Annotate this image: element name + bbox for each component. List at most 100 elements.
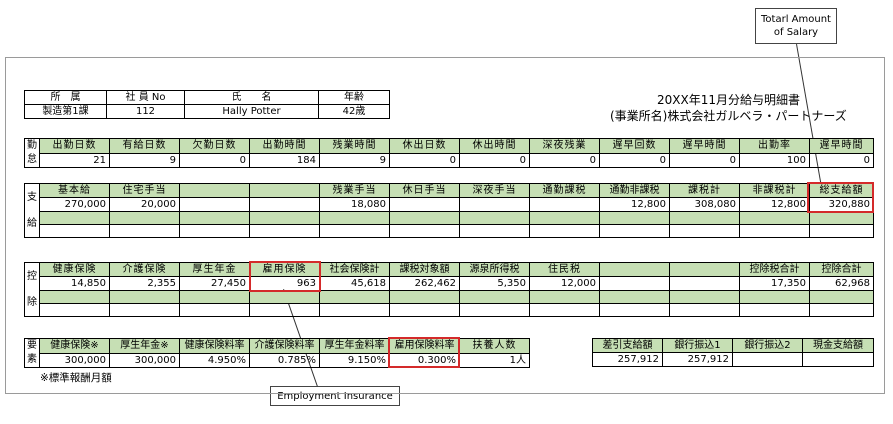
- payment-value: [389, 197, 460, 212]
- empty-cell: [459, 290, 530, 304]
- payment-value: 308,080: [669, 197, 740, 212]
- factors-header: 厚生年金※: [109, 338, 180, 354]
- attendance-header: 遅早時間: [669, 138, 740, 154]
- payment-side: 支給: [24, 183, 40, 238]
- empty-cell: [179, 290, 250, 304]
- payment-header-row: 支給 基本給 住宅手当 残業手当 休日手当 深夜手当 通勤課税 通勤非課税 課税…: [24, 183, 874, 238]
- empty-cell: [599, 290, 670, 304]
- payment-value: [459, 197, 530, 212]
- attendance-header: 深夜残業: [529, 138, 600, 154]
- empty-cell: [109, 290, 180, 304]
- empty-cell: [599, 211, 670, 225]
- attendance-value: 0: [179, 152, 250, 168]
- empty-cell: [809, 290, 874, 304]
- payment-empty-green-row: [25, 211, 874, 225]
- deduction-header: [669, 262, 740, 277]
- empty-cell: [319, 224, 390, 238]
- factors-value: 300,000: [109, 352, 180, 368]
- deduction-value: 14,850: [39, 276, 110, 291]
- attendance-value: 100: [739, 152, 810, 168]
- employee-value: 42歳: [318, 104, 390, 119]
- deduction-value: 45,618: [319, 276, 390, 291]
- deduction-header: 控除合計: [809, 262, 874, 277]
- attendance-header: 遅早回数: [599, 138, 670, 154]
- deduction-header-row: 控除 健康保険 介護保険 厚生年金 雇用保険 社会保険計 課税対象額 源泉所得税…: [24, 262, 874, 317]
- empty-cell: [389, 290, 460, 304]
- empty-cell: [599, 224, 670, 238]
- empty-cell: [669, 224, 740, 238]
- factors-value: 0.785%: [249, 352, 320, 368]
- payment-header: 課税計: [669, 183, 740, 198]
- payment-value: [179, 197, 250, 212]
- side-char: 素: [27, 354, 37, 365]
- deduction-value: 17,350: [739, 276, 810, 291]
- deduction-side: 控除: [24, 262, 40, 317]
- empty-cell: [529, 224, 600, 238]
- attendance-header: 出勤率: [739, 138, 810, 154]
- attendance-value: 0: [389, 152, 460, 168]
- attendance-value: 0: [459, 152, 530, 168]
- attendance-value: 9: [319, 152, 390, 168]
- deduction-header: 社会保険計: [319, 262, 390, 277]
- attendance-value-row: 21 9 0 184 9 0 0 0 0 0 100 0: [25, 152, 874, 168]
- deduction-value: 5,350: [459, 276, 530, 291]
- side-char: 怠: [27, 154, 37, 165]
- employee-header: 所 属: [24, 90, 107, 105]
- payment-value: 12,800: [739, 197, 810, 212]
- payment-value-row: 270,000 20,000 18,080 12,800 308,080 12,…: [25, 197, 874, 212]
- empty-cell: [599, 303, 670, 317]
- empty-cell: [669, 303, 740, 317]
- payment-value: 270,000: [39, 197, 110, 212]
- factors-header-row: 要素 健康保険※ 厚生年金※ 健康保険料率 介護保険料率 厚生年金料率 雇用保険…: [24, 338, 530, 368]
- payslip-sheet: [5, 57, 885, 394]
- attendance-value: 0: [809, 152, 874, 168]
- attendance-value: 0: [669, 152, 740, 168]
- empty-cell: [319, 290, 390, 304]
- bank-header: 銀行振込2: [732, 338, 803, 353]
- attendance-header: 休出日数: [389, 138, 460, 154]
- attendance-header: 出勤時間: [249, 138, 320, 154]
- empty-cell: [739, 211, 810, 225]
- attendance-header: 残業時間: [319, 138, 390, 154]
- payment-header: 通勤課税: [529, 183, 600, 198]
- side-char: 要: [27, 340, 37, 351]
- factors-header: 健康保険料率: [179, 338, 250, 354]
- deduction-value: 62,968: [809, 276, 874, 291]
- deduction-header: 健康保険: [39, 262, 110, 277]
- factors-table: 要素 健康保険※ 厚生年金※ 健康保険料率 介護保険料率 厚生年金料率 雇用保険…: [24, 338, 530, 368]
- deduction-header: [599, 262, 670, 277]
- empty-cell: [109, 211, 180, 225]
- payment-header: 残業手当: [319, 183, 390, 198]
- empty-cell: [249, 290, 320, 304]
- attendance-header: 出勤日数: [39, 138, 110, 154]
- empty-cell: [739, 290, 810, 304]
- attendance-side: 勤怠: [24, 138, 40, 168]
- empty-cell: [179, 303, 250, 317]
- employee-value: 製造第1課: [24, 104, 107, 119]
- empty-cell: [109, 303, 180, 317]
- empty-cell: [529, 303, 600, 317]
- empty-cell: [109, 224, 180, 238]
- factors-value-row: 300,000 300,000 4.950% 0.785% 9.150% 0.3…: [25, 352, 530, 368]
- empty-cell: [389, 224, 460, 238]
- factors-value: 9.150%: [319, 352, 390, 368]
- highlight-total-salary: [807, 182, 874, 213]
- deduction-header: 源泉所得税: [459, 262, 530, 277]
- deduction-table: 控除 健康保険 介護保険 厚生年金 雇用保険 社会保険計 課税対象額 源泉所得税…: [24, 262, 874, 317]
- callout-employment-insurance-text: Employment Insurance: [277, 390, 393, 402]
- bank-value: 257,912: [592, 352, 663, 367]
- attendance-value: 0: [529, 152, 600, 168]
- empty-cell: [39, 224, 110, 238]
- payment-value: [529, 197, 600, 212]
- callout-employment-insurance: Employment Insurance: [270, 386, 400, 406]
- side-char: 勤: [27, 140, 37, 151]
- side-char: 控: [27, 270, 37, 282]
- employee-value: 112: [106, 104, 185, 119]
- deduction-value: 12,000: [529, 276, 600, 291]
- deduction-header: 厚生年金: [179, 262, 250, 277]
- payslip-title: 20XX年11月分給与明細書: [657, 93, 800, 107]
- attendance-value: 21: [39, 152, 110, 168]
- payment-value: 18,080: [319, 197, 390, 212]
- empty-cell: [389, 211, 460, 225]
- payment-empty-row: [25, 224, 874, 238]
